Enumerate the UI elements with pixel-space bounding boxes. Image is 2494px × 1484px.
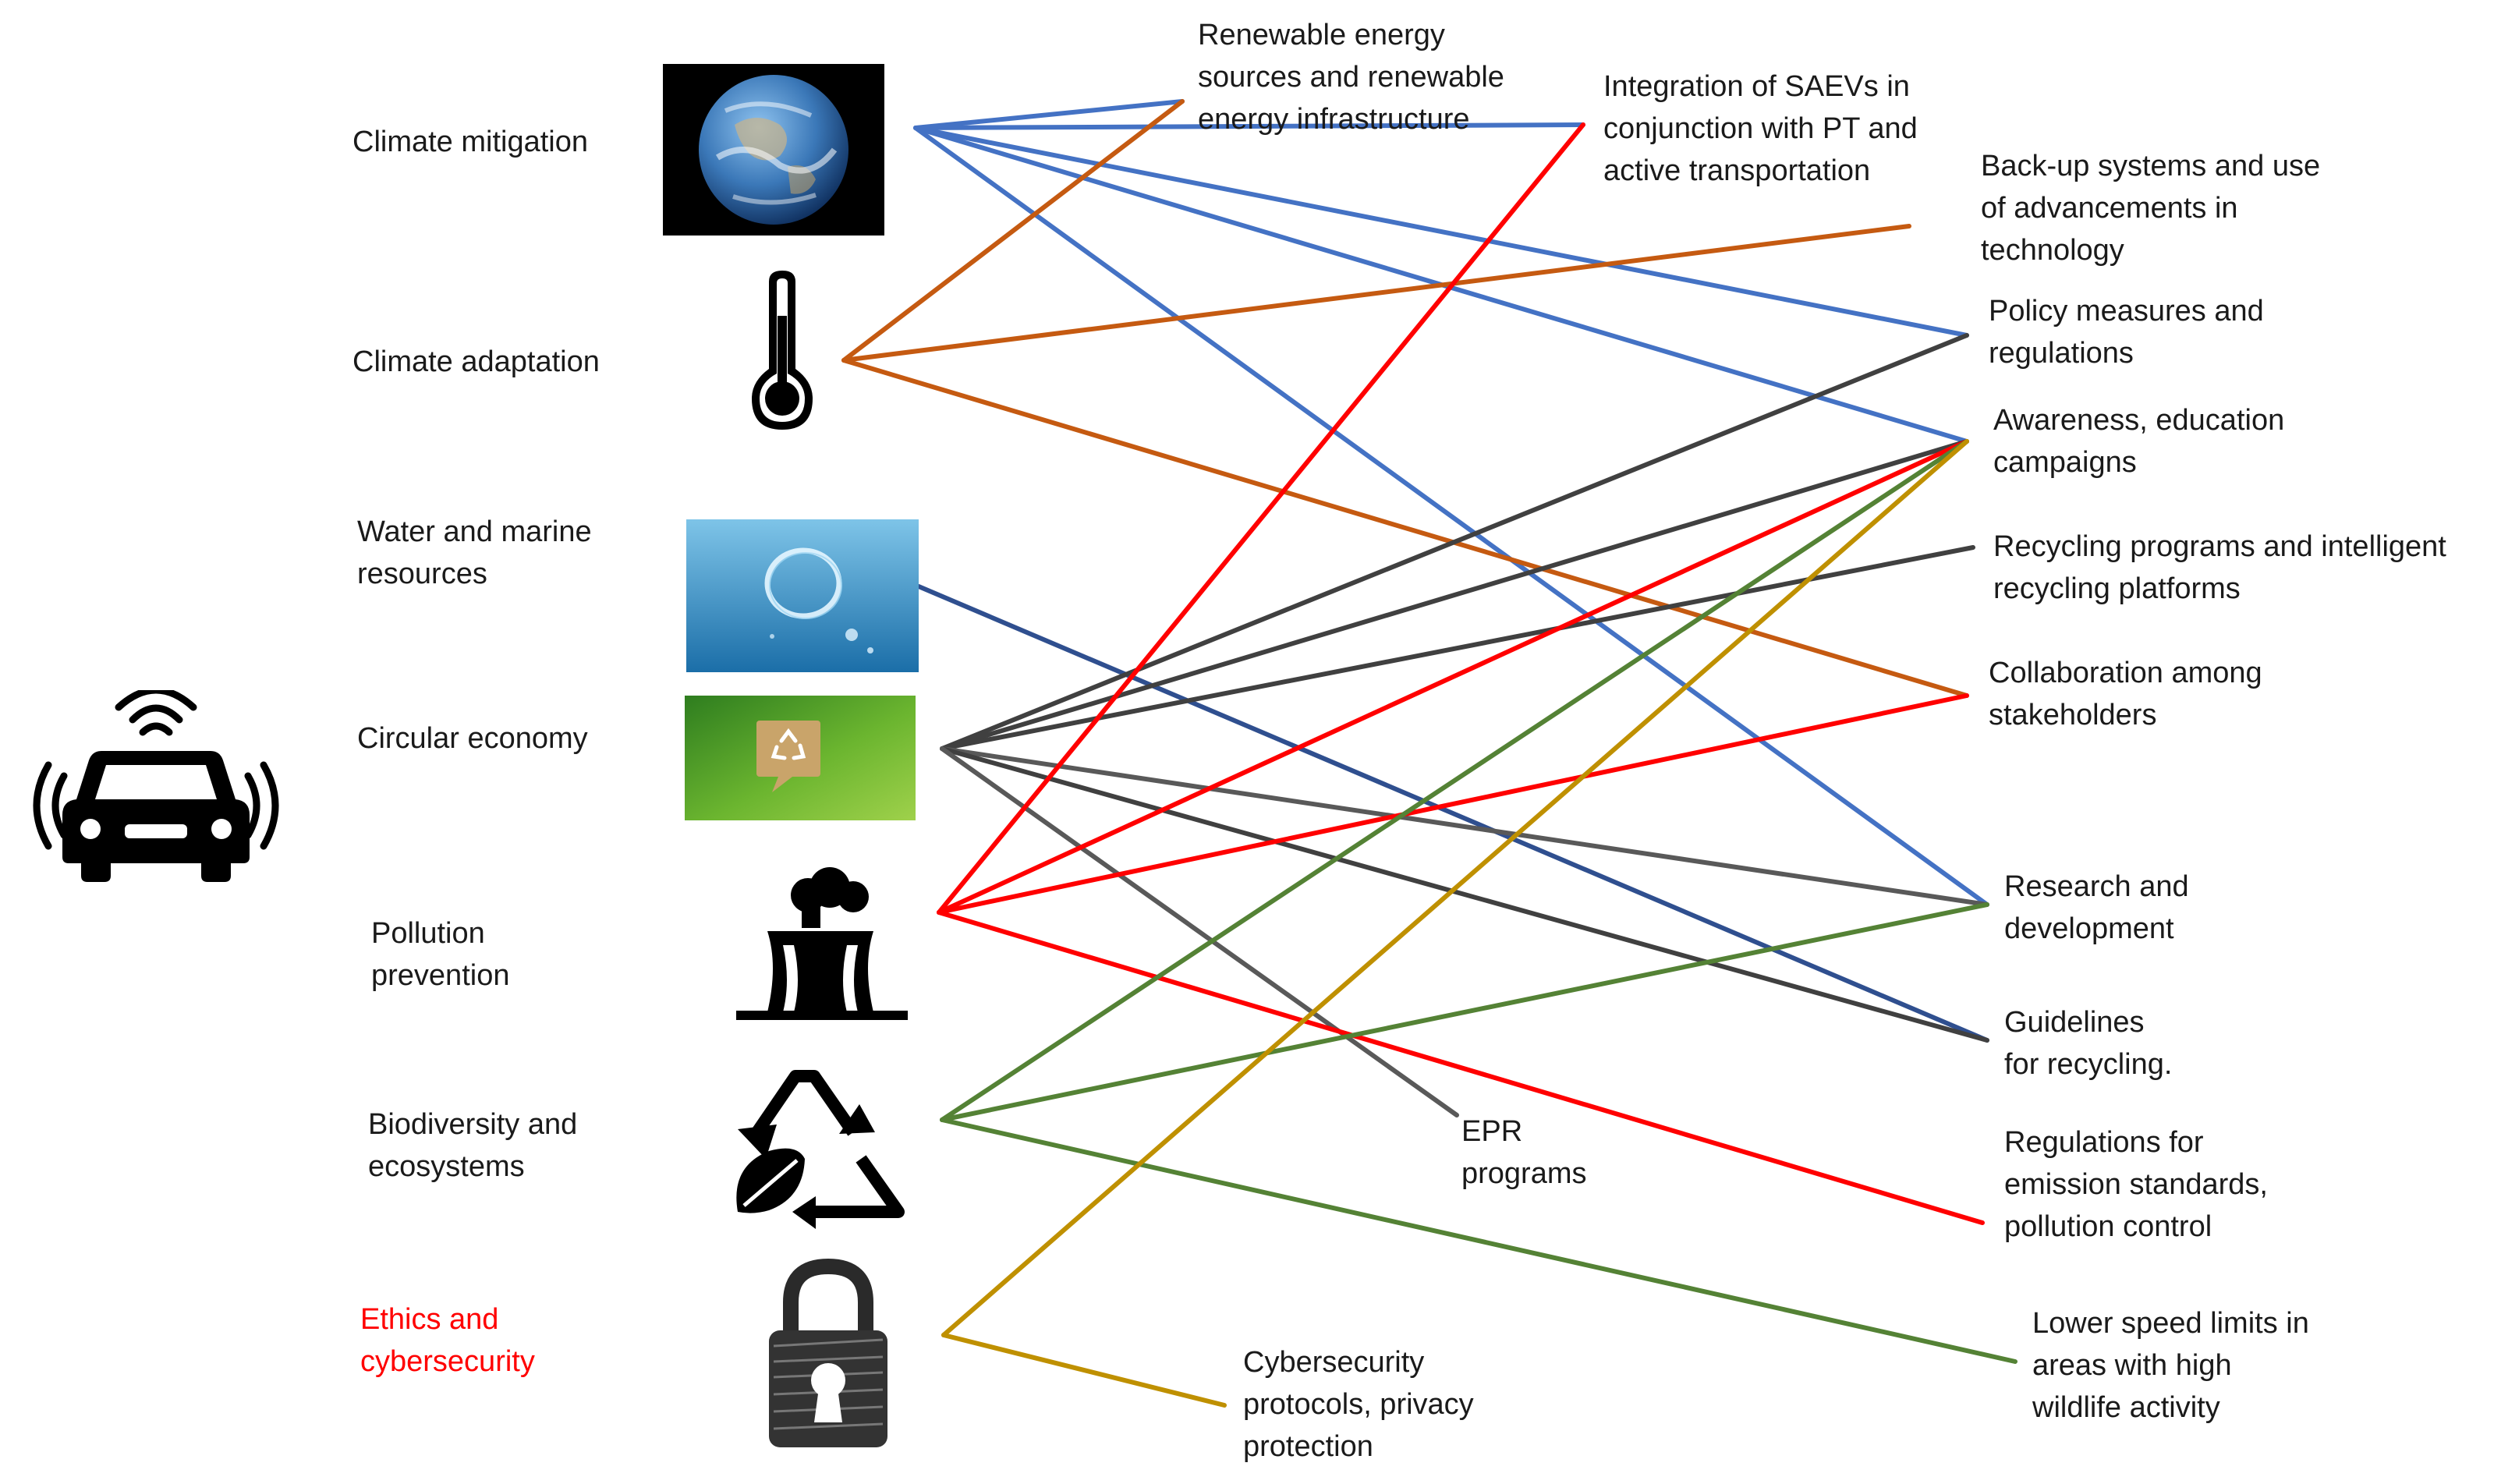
measure-label-backup-systems: Back-up systems and use of advancements … (1981, 150, 2321, 267)
measure-label-awareness: Awareness, education campaigns (1993, 404, 2285, 479)
measure-label-recycling-programs: Recycling programs and intelligent recyc… (1993, 530, 2446, 605)
measure-label-renewable-energy: Renewable energy sources and renewable e… (1198, 19, 1504, 136)
measure-label-saev-integration: Integration of SAEVs in conjunction with… (1603, 70, 1918, 187)
link-circular-economy-to-epr (940, 746, 1459, 1117)
link-ethics-cyber-to-cyber-protocols (941, 1333, 1227, 1408)
factory-icon (736, 867, 908, 1020)
recycle-box-icon (685, 696, 916, 820)
category-label-climate-mitigation: Climate mitigation (352, 126, 588, 158)
link-biodiversity-to-awareness (940, 439, 1969, 1122)
link-pollution-prevention-to-saev-integration (937, 122, 1585, 915)
measure-label-speed-limits: Lower speed limits in areas with high wi… (2032, 1307, 2309, 1424)
link-climate-mitigation-to-research (913, 126, 1989, 907)
link-biodiversity-to-research (940, 902, 1989, 1122)
category-label-ethics-cyber: Ethics and cybersecurity (360, 1303, 535, 1378)
measure-label-emission-regs: Regulations for emission standards, poll… (2004, 1126, 2268, 1243)
link-circular-economy-to-guidelines (940, 746, 1989, 1043)
link-climate-adaptation-to-collaboration (841, 358, 1969, 698)
thermometer-icon (752, 271, 813, 430)
link-circular-economy-to-recycling-programs (940, 545, 1975, 751)
link-pollution-prevention-to-awareness (937, 439, 1969, 915)
measure-label-research: Research and development (2004, 870, 2189, 945)
measure-label-policy-measures: Policy measures and regulations (1989, 295, 2264, 370)
category-label-pollution-prevention: Pollution prevention (371, 917, 510, 992)
measure-label-cyber-protocols: Cybersecurity protocols, privacy protect… (1243, 1346, 1474, 1463)
category-label-water-marine: Water and marine resources (357, 515, 592, 590)
measure-label-guidelines: Guidelines for recycling. (2004, 1006, 2173, 1081)
link-pollution-prevention-to-collaboration (937, 693, 1969, 915)
link-water-marine-to-guidelines (916, 584, 1989, 1043)
link-climate-mitigation-to-policy-measures (913, 126, 1969, 338)
link-circular-economy-to-policy-measures (940, 333, 1969, 751)
connected-car-icon (33, 690, 279, 882)
link-climate-adaptation-to-backup-systems (841, 224, 1911, 363)
measure-label-collaboration: Collaboration among stakeholders (1989, 657, 2262, 731)
link-biodiversity-to-speed-limits (940, 1117, 2018, 1364)
padlock-icon (769, 1258, 887, 1447)
measure-label-epr: EPR programs (1461, 1115, 1587, 1190)
water-bubble-ring-icon (686, 519, 919, 672)
category-label-biodiversity: Biodiversity and ecosystems (368, 1108, 578, 1183)
link-ethics-cyber-to-awareness (941, 439, 1969, 1337)
link-circular-economy-to-research (940, 746, 1989, 907)
category-label-circular-economy: Circular economy (357, 722, 588, 755)
leaf-recycle-icon (736, 1070, 905, 1229)
earth-globe-icon (663, 64, 884, 236)
category-label-climate-adaptation: Climate adaptation (352, 345, 600, 378)
link-climate-adaptation-to-renewable-energy (841, 99, 1185, 363)
link-climate-mitigation-to-renewable-energy (913, 99, 1185, 130)
link-climate-mitigation-to-saev-integration (913, 122, 1585, 130)
link-pollution-prevention-to-emission-regs (937, 910, 1985, 1225)
link-circular-economy-to-awareness (940, 439, 1969, 751)
